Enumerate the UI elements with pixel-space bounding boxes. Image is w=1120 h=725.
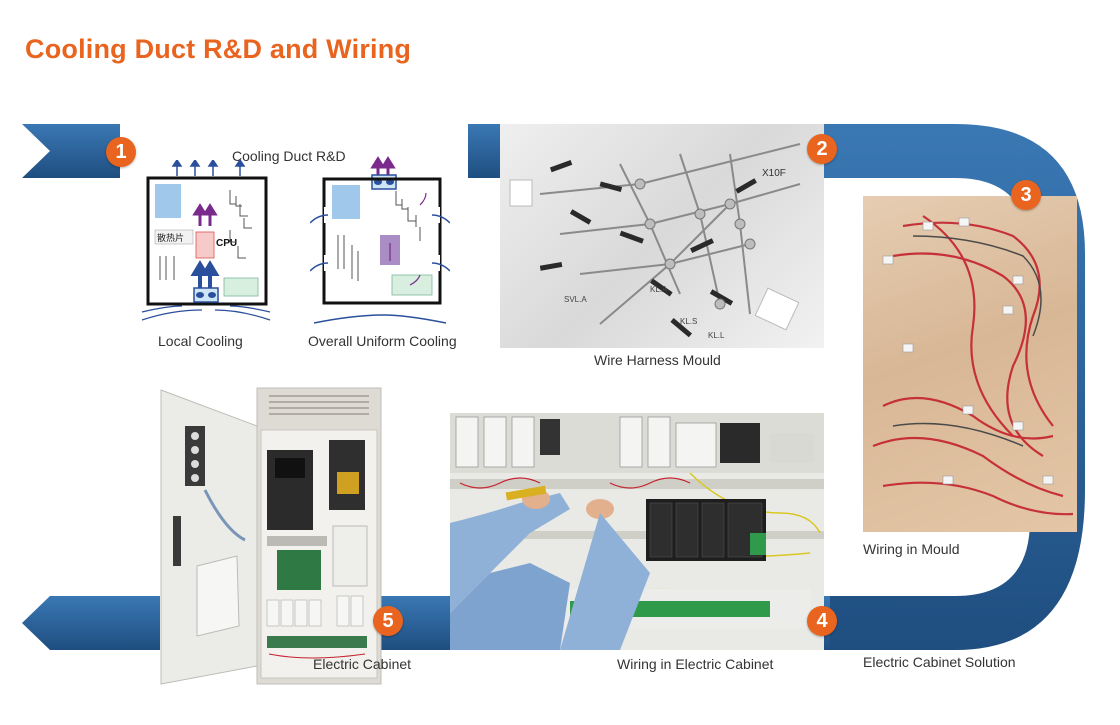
step-2-badge: 2 bbox=[807, 134, 837, 164]
page-title: Cooling Duct R&D and Wiring bbox=[25, 34, 412, 64]
band-top bbox=[22, 124, 120, 178]
cpu-label: CPU bbox=[216, 238, 237, 249]
local-cooling-caption: Local Cooling bbox=[158, 333, 243, 349]
solution-caption: Electric Cabinet Solution bbox=[863, 654, 1016, 670]
step-1-label: Cooling Duct R&D bbox=[232, 148, 346, 164]
step-4-badge: 4 bbox=[807, 606, 837, 636]
cabinet-wiring-drawing bbox=[450, 413, 824, 650]
mould-label-kls: KL.S bbox=[680, 317, 697, 326]
wire-harness-mould-photo: X10F KL.A SVL.A KL.S KL.L bbox=[500, 124, 824, 348]
mould-drawing: X10F KL.A SVL.A KL.S KL.L bbox=[509, 143, 801, 340]
step-5-label: Electric Cabinet bbox=[313, 656, 412, 672]
mould-label-kll: KL.L bbox=[708, 331, 725, 340]
local-cooling-diagram: 散热片 CPU bbox=[141, 160, 271, 321]
mould-wires-drawing bbox=[872, 215, 1074, 516]
step-2-label: Wire Harness Mould bbox=[594, 352, 721, 368]
step-3-label: Wiring in Mould bbox=[863, 541, 960, 557]
mould-label-kla: KL.A bbox=[650, 285, 668, 294]
mould-label-x10f: X10F bbox=[762, 168, 786, 179]
wiring-in-mould-photo bbox=[863, 196, 1077, 532]
cabinet-drawing bbox=[160, 387, 382, 685]
uniform-cooling-diagram bbox=[310, 156, 450, 324]
wiring-in-cabinet-photo bbox=[450, 413, 824, 650]
step-1-badge: 1 bbox=[106, 137, 136, 167]
band-bottom bbox=[22, 596, 160, 650]
step-4-label: Wiring in Electric Cabinet bbox=[617, 656, 774, 672]
step-3-badge: 3 bbox=[1011, 180, 1041, 210]
step-5-badge: 5 bbox=[373, 606, 403, 636]
uniform-cooling-caption: Overall Uniform Cooling bbox=[308, 333, 457, 349]
heatsink-label: 散热片 bbox=[157, 232, 184, 243]
mould-label-svla: SVL.A bbox=[564, 295, 587, 304]
electric-cabinet-photo bbox=[157, 386, 383, 686]
